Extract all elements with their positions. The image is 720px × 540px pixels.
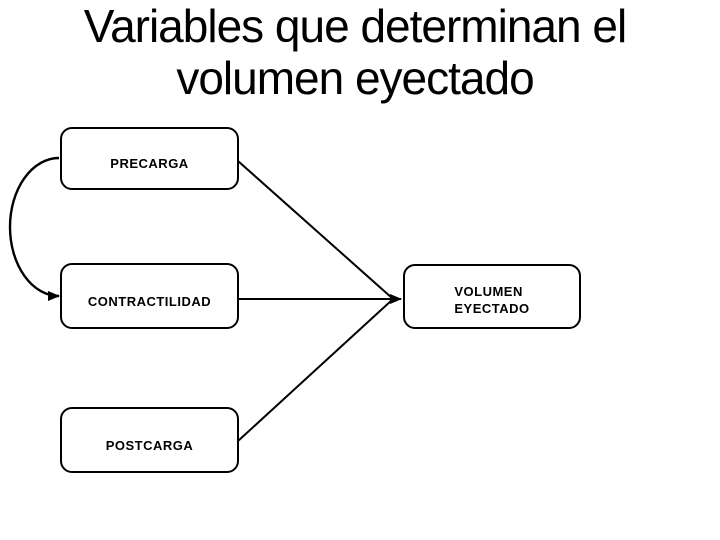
slide-title: Variables que determinan el volumen eyec… — [0, 0, 710, 104]
edge-precarga-to-volumen-line — [237, 160, 393, 299]
volumen-eyectado-label-line-2: EYECTADO — [454, 300, 530, 316]
diagram-box-postcarga: POSTCARGA — [60, 407, 239, 473]
edge-postcarga-to-volumen-line — [237, 299, 393, 442]
volumen-eyectado-label-line-1: VOLUMEN — [454, 283, 523, 299]
contractilidad-label: CONTRACTILIDAD — [87, 293, 212, 309]
title-line-1: Variables que determinan el — [83, 0, 627, 52]
diagram-box-volumen-eyectado: VOLUMEN EYECTADO — [403, 264, 581, 329]
title-line-2: volumen eyectado — [176, 52, 534, 104]
edge-precarga-to-contractilidad-arrow — [8, 156, 60, 301]
diagram-box-precarga: PRECARGA — [60, 127, 239, 190]
volumen-eyectado-label: VOLUMEN EYECTADO — [454, 283, 529, 317]
postcarga-label: POSTCARGA — [105, 437, 194, 453]
precarga-label: PRECARGA — [110, 156, 189, 171]
diagram-box-contractilidad: CONTRACTILIDAD — [60, 263, 239, 329]
